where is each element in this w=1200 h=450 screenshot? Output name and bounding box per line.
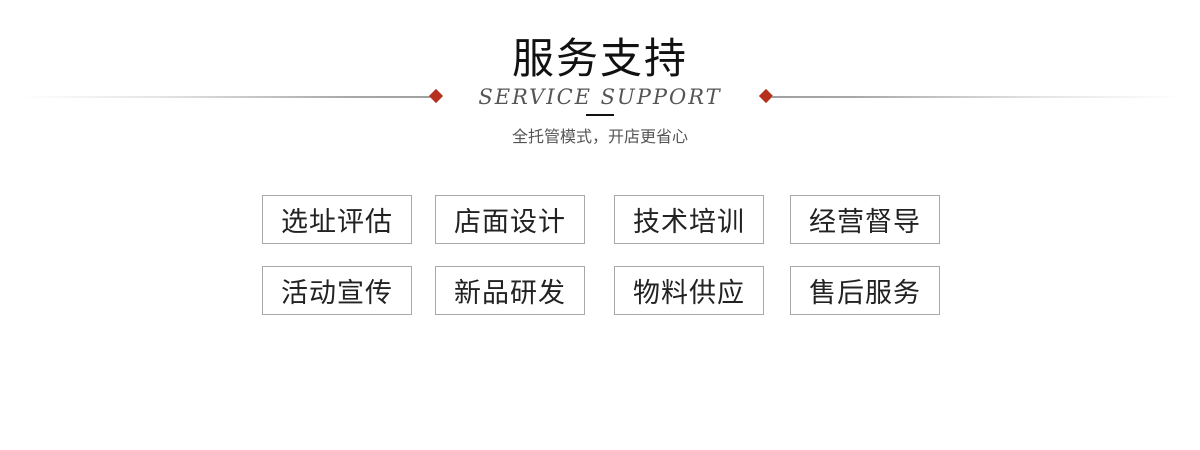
service-item-store-design[interactable]: 店面设计 <box>435 195 585 244</box>
service-item-new-product-development[interactable]: 新品研发 <box>435 266 585 315</box>
section-subtitle-english: SERVICE SUPPORT <box>478 85 722 109</box>
left-divider-line <box>20 96 430 98</box>
section-tagline: 全托管模式，开店更省心 <box>511 127 688 146</box>
title-underline-bar <box>586 114 614 116</box>
service-item-technical-training[interactable]: 技术培训 <box>614 195 764 244</box>
service-item-material-supply[interactable]: 物料供应 <box>614 266 764 315</box>
service-item-operation-supervision[interactable]: 经营督导 <box>790 195 940 244</box>
service-item-event-promotion[interactable]: 活动宣传 <box>262 266 412 315</box>
right-divider-line <box>772 96 1182 98</box>
service-item-after-sales-service[interactable]: 售后服务 <box>790 266 940 315</box>
section-title: 服务支持 <box>511 34 688 83</box>
service-item-site-evaluation[interactable]: 选址评估 <box>262 195 412 244</box>
